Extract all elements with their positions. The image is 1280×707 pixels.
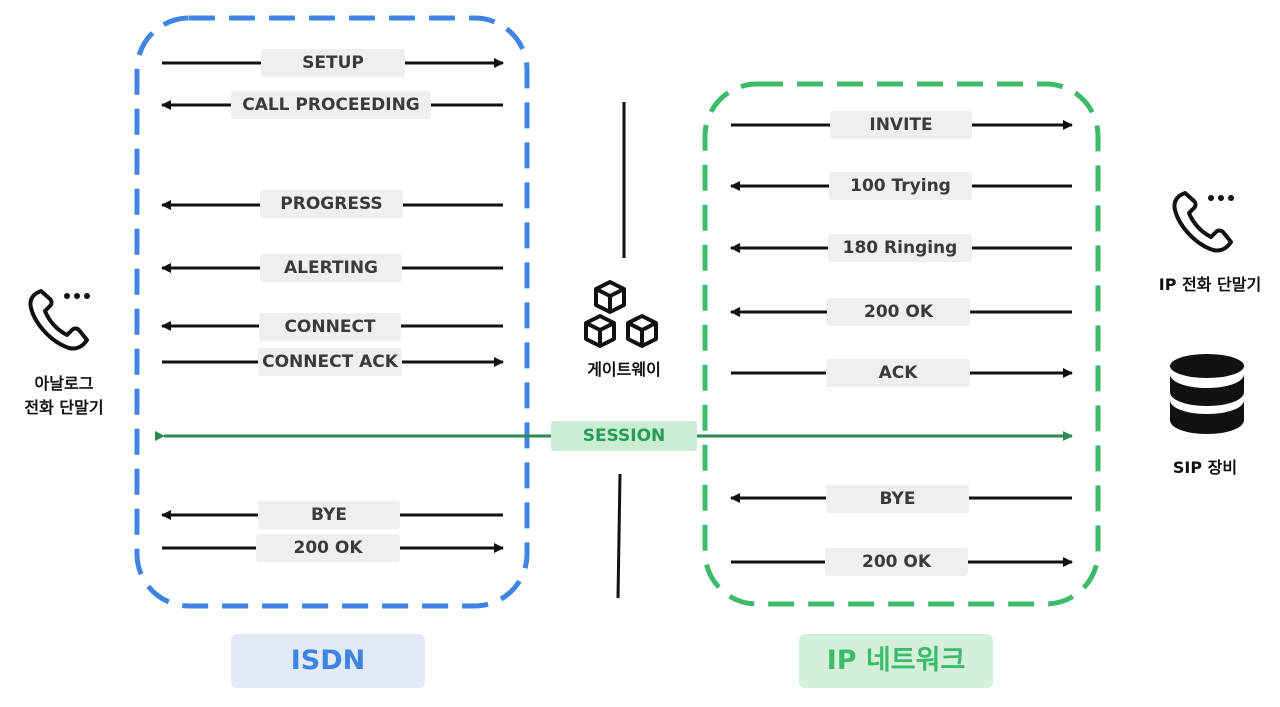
isdn-label: ISDN	[231, 634, 425, 688]
isdn-message-bye: BYE	[258, 501, 400, 529]
isdn-message-alerting: ALERTING	[260, 254, 402, 282]
analog-phone-label: 아날로그 전화 단말기	[2, 372, 126, 420]
analog-phone-label-line1: 아날로그	[34, 374, 94, 393]
phone-icon	[1172, 191, 1234, 253]
ip-message-bye: BYE	[826, 485, 969, 513]
ip-message-180-ringing: 180 Ringing	[828, 234, 972, 262]
database-icon	[1170, 354, 1244, 434]
isdn-message-progress: PROGRESS	[260, 190, 403, 218]
sip-device-label: SIP 장비	[1172, 458, 1238, 477]
isdn-message-200-ok: 200 OK	[256, 534, 400, 562]
session-label: SESSION	[551, 421, 697, 451]
ip-message-200-ok-final: 200 OK	[825, 548, 968, 576]
phone-icon	[28, 289, 90, 351]
gateway-label: 게이트웨이	[587, 360, 661, 379]
isdn-message-connect-ack: CONNECT ACK	[258, 348, 402, 376]
analog-phone-label-line2: 전화 단말기	[24, 398, 104, 417]
gateway-divider-bottom	[616, 473, 622, 599]
cubes-icon	[584, 280, 658, 348]
ip-message-ack: ACK	[826, 359, 970, 387]
ip-message-100-trying: 100 Trying	[829, 172, 972, 200]
ip-network-label: IP 네트워크	[799, 634, 993, 688]
isdn-box	[134, 15, 530, 609]
ip-message-200-ok: 200 OK	[827, 298, 970, 326]
ip-message-invite: INVITE	[830, 111, 972, 139]
ip-network-box	[702, 81, 1101, 607]
ip-phone-label: IP 전화 단말기	[1158, 275, 1262, 294]
isdn-message-connect: CONNECT	[259, 313, 401, 341]
isdn-message-call-proceeding: CALL PROCEEDING	[231, 91, 431, 119]
isdn-message-setup: SETUP	[261, 49, 405, 77]
